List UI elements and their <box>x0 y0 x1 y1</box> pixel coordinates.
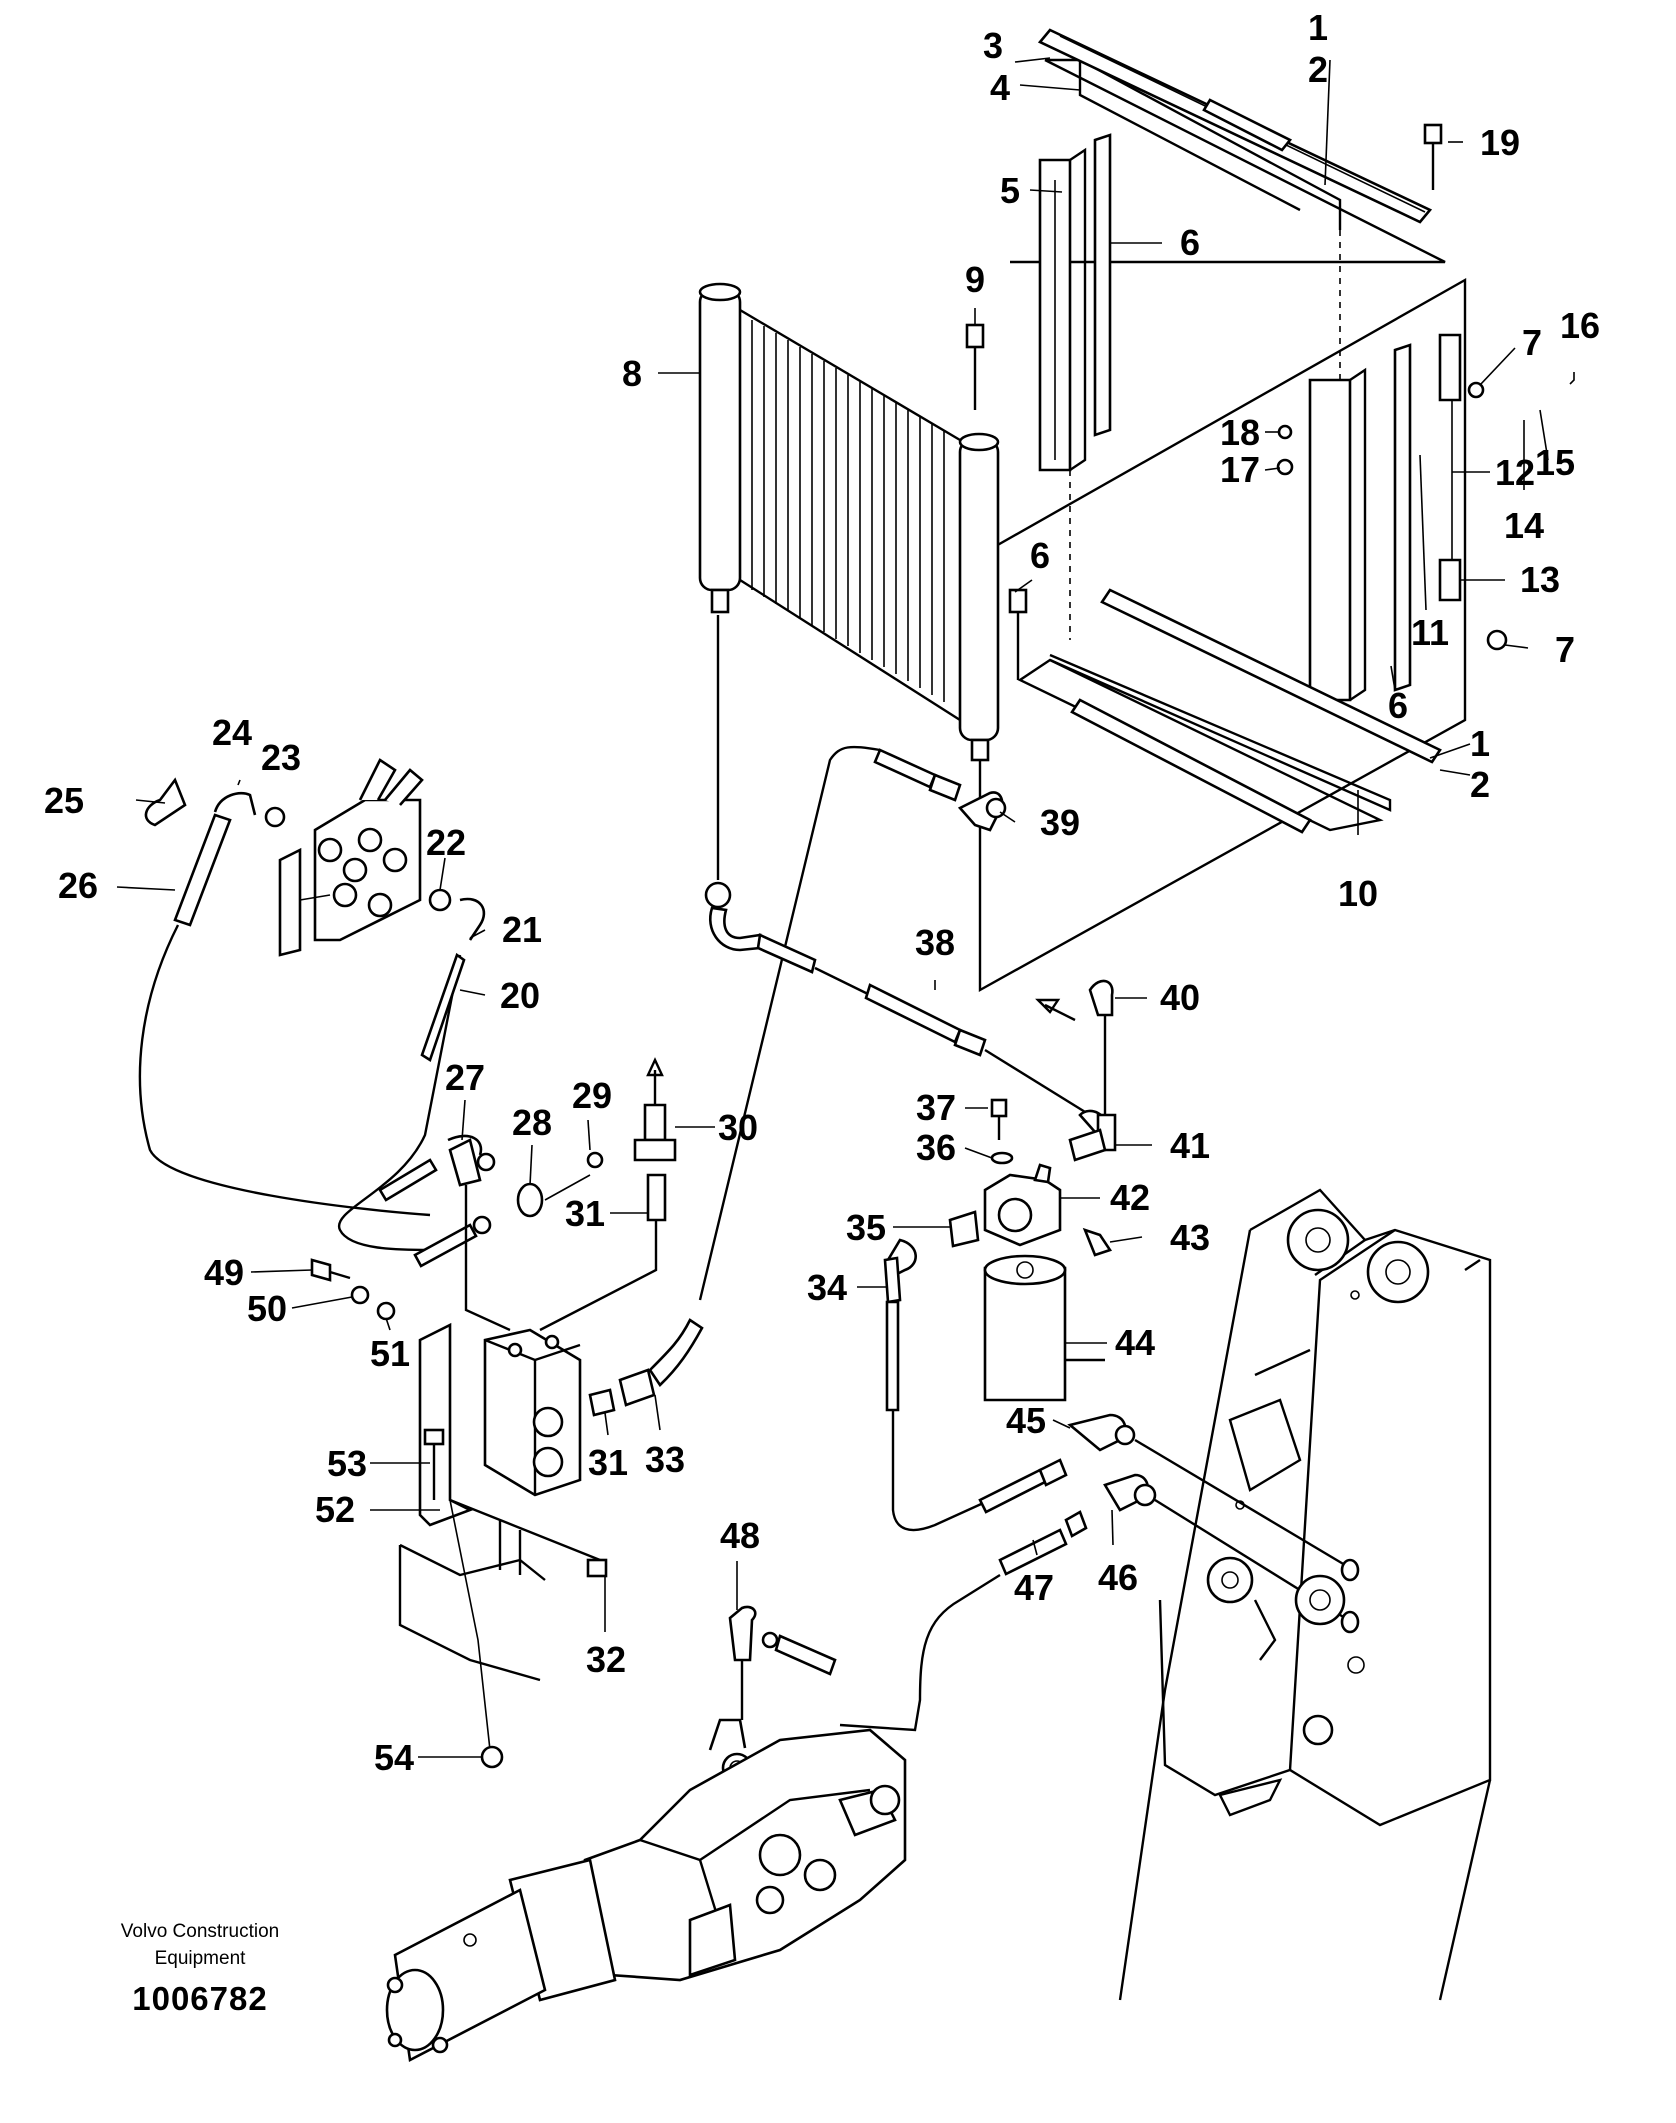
callout-50: 50 <box>247 1288 287 1329</box>
callout-25: 25 <box>44 780 84 821</box>
leader-lines <box>116 57 1575 1758</box>
valve-block <box>483 745 881 1497</box>
callout-45: 45 <box>1006 1400 1046 1441</box>
callout-42: 42 <box>1110 1177 1150 1218</box>
callout-47: 47 <box>1014 1567 1054 1608</box>
callout-5: 5 <box>1000 170 1020 211</box>
document-number: 1006782 <box>132 1980 268 2017</box>
callout-49: 49 <box>204 1252 244 1293</box>
callout-31: 31 <box>588 1442 628 1483</box>
callout-26: 26 <box>58 865 98 906</box>
callout-33: 33 <box>645 1439 685 1480</box>
callout-7: 7 <box>1522 322 1542 363</box>
callout-6: 6 <box>1388 685 1408 726</box>
hydraulic-pump <box>385 1605 907 2062</box>
callout-30: 30 <box>718 1107 758 1148</box>
callout-32: 32 <box>586 1639 626 1680</box>
callout-16: 16 <box>1560 305 1600 346</box>
callout-43: 43 <box>1170 1217 1210 1258</box>
callout-7: 7 <box>1555 629 1575 670</box>
callout-labels: 1 2 3 4 5 6 19 9 8 16 7 18 15 17 12 14 6… <box>44 7 1600 1778</box>
callout-39: 39 <box>1040 802 1080 843</box>
callout-40: 40 <box>1160 977 1200 1018</box>
callout-44: 44 <box>1115 1322 1155 1363</box>
callout-21: 21 <box>502 909 542 950</box>
control-valve <box>278 758 424 957</box>
callout-20: 20 <box>500 975 540 1016</box>
callout-2: 2 <box>1308 49 1328 90</box>
callout-15: 15 <box>1535 442 1575 483</box>
callout-41: 41 <box>1170 1125 1210 1166</box>
hose-34 <box>883 1238 991 1532</box>
callout-28: 28 <box>512 1102 552 1143</box>
callout-52: 52 <box>315 1489 355 1530</box>
callout-8: 8 <box>622 353 642 394</box>
callout-10: 10 <box>1338 873 1378 914</box>
hoses-mid-left <box>337 952 496 1268</box>
callout-12: 12 <box>1495 452 1535 493</box>
callout-37: 37 <box>916 1087 956 1128</box>
callout-3: 3 <box>983 25 1003 66</box>
hose-39 <box>873 748 1007 832</box>
callout-14: 14 <box>1504 505 1544 546</box>
brand-line-2: Equipment <box>154 1948 246 1969</box>
callout-9: 9 <box>965 259 985 300</box>
callout-34: 34 <box>807 1267 847 1308</box>
callout-51: 51 <box>370 1333 410 1374</box>
callout-54: 54 <box>374 1737 414 1778</box>
frame-fragment-left <box>398 1499 546 1769</box>
callout-2: 2 <box>1470 764 1490 805</box>
callout-17: 17 <box>1220 449 1260 490</box>
callout-4: 4 <box>990 67 1010 108</box>
callout-27: 27 <box>445 1057 485 1098</box>
callout-6: 6 <box>1180 222 1200 263</box>
brand-line-1: Volvo Construction <box>120 1921 280 1942</box>
title-block: Volvo Construction Equipment 1006782 <box>60 1918 340 2018</box>
callout-1: 1 <box>1470 723 1490 764</box>
callout-38: 38 <box>915 922 955 963</box>
callout-18: 18 <box>1220 412 1260 453</box>
hose-38 <box>704 615 1108 1134</box>
callout-36: 36 <box>916 1127 956 1168</box>
callout-22: 22 <box>426 822 466 863</box>
hose-26 <box>138 777 486 1217</box>
filter-assembly <box>948 979 1117 1402</box>
callout-53: 53 <box>327 1443 367 1484</box>
callout-23: 23 <box>261 737 301 778</box>
callout-13: 13 <box>1520 559 1560 600</box>
callout-48: 48 <box>720 1515 760 1556</box>
hoses-45-47 <box>839 1413 1360 1732</box>
bracket-52 <box>310 1258 608 1578</box>
callout-19: 19 <box>1480 122 1520 163</box>
callout-24: 24 <box>212 712 252 753</box>
callout-46: 46 <box>1098 1557 1138 1598</box>
callout-6: 6 <box>1030 535 1050 576</box>
bolts-upper <box>965 123 1508 680</box>
machine-frame <box>1118 1188 1492 2001</box>
cooler-frame <box>978 28 1467 993</box>
callout-35: 35 <box>846 1207 886 1248</box>
callout-1: 1 <box>1308 7 1328 48</box>
fittings-27-31 <box>448 1057 677 1332</box>
oil-cooler-core <box>698 282 1000 762</box>
callout-31: 31 <box>565 1193 605 1234</box>
callout-11: 11 <box>1411 612 1449 653</box>
callout-29: 29 <box>572 1075 612 1116</box>
